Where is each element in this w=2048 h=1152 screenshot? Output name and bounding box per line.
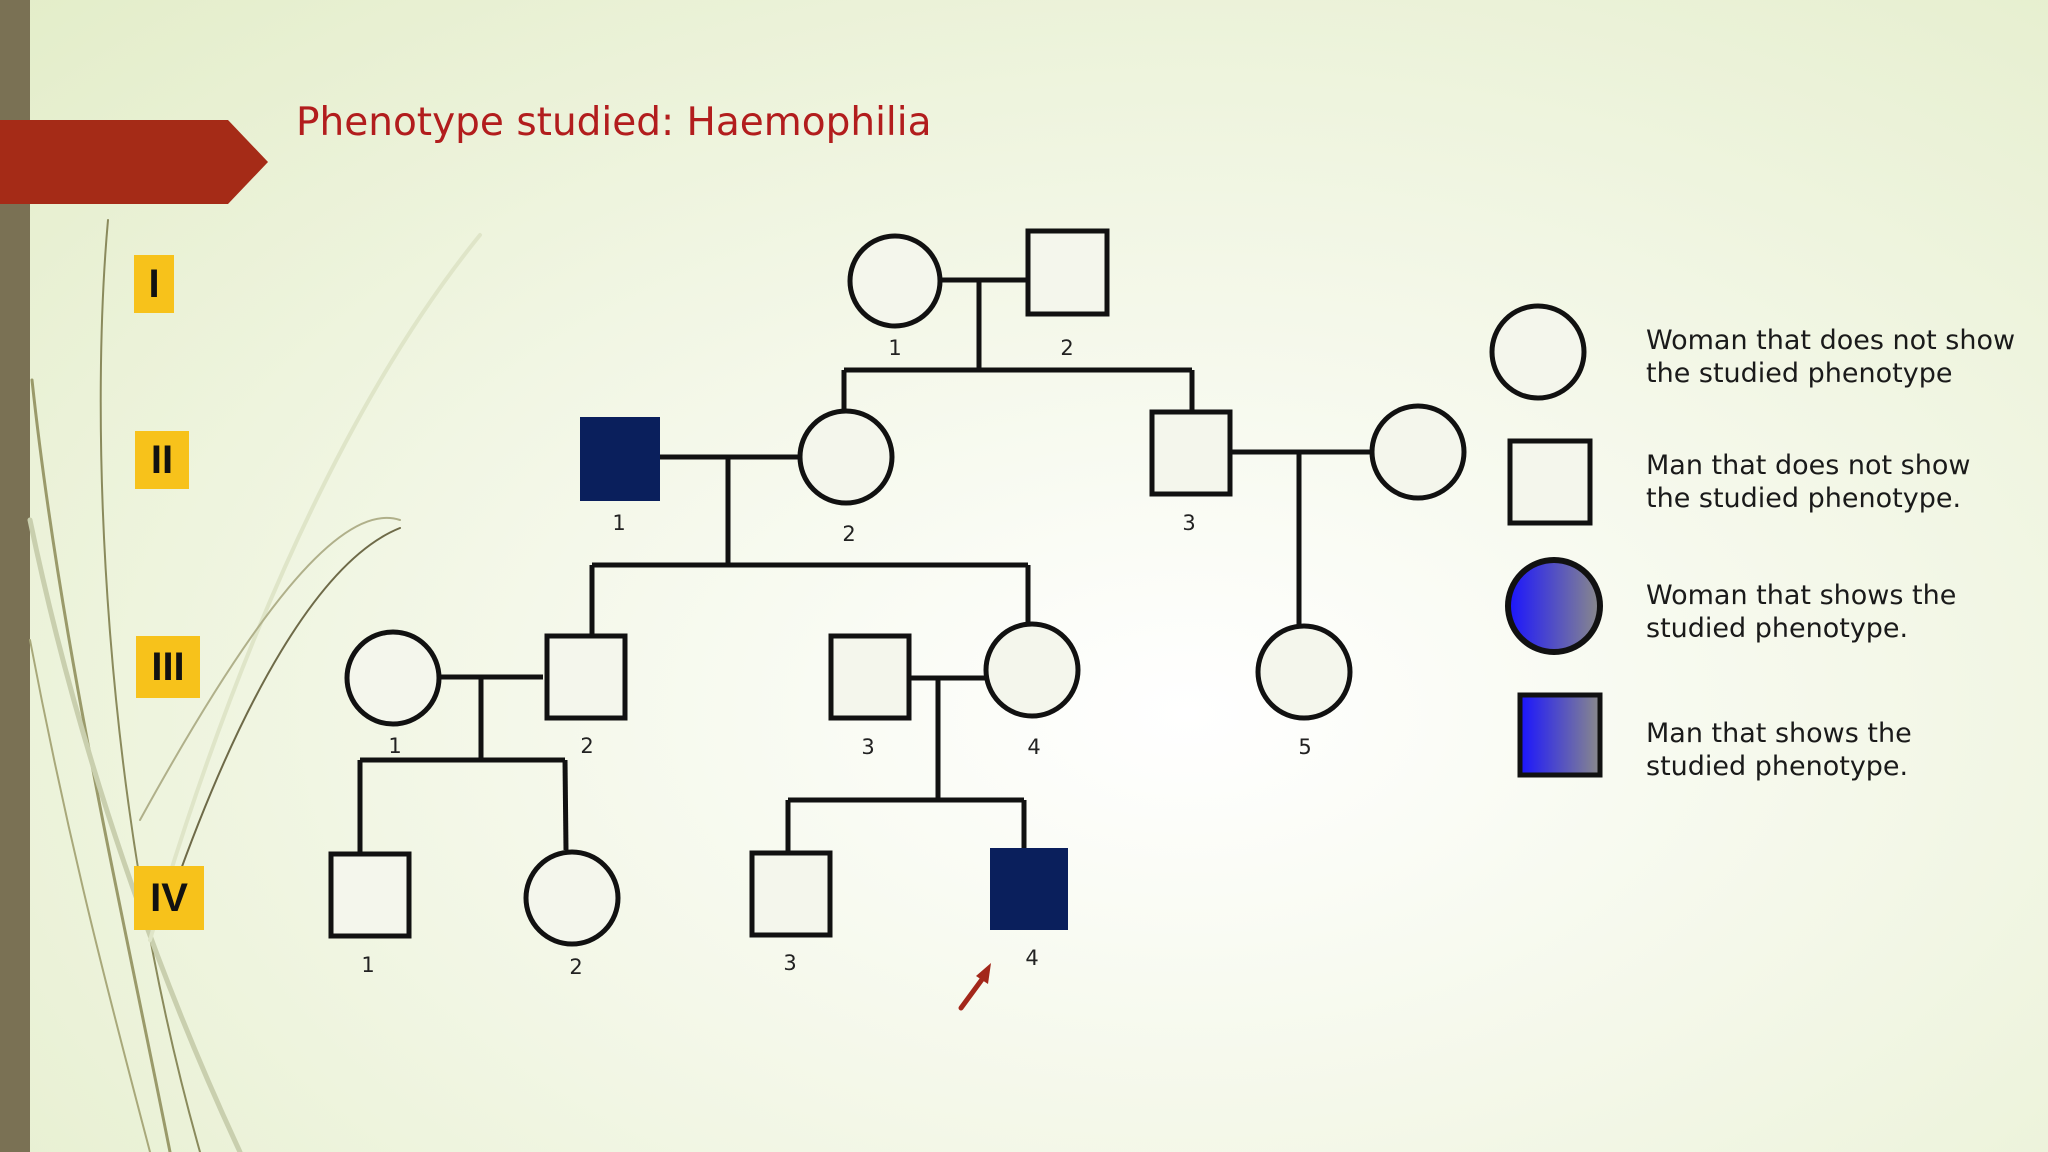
person-number-gen1-2: 2 [1060, 336, 1074, 360]
legend-symbol-unaffected-man [1507, 438, 1593, 526]
legend-symbol-affected-woman [1505, 557, 1603, 655]
slide-title: Phenotype studied: Haemophilia [296, 100, 932, 145]
person-gen1-1-female-unaffected [847, 233, 943, 329]
person-gen4-1-male-unaffected [328, 851, 412, 939]
proband-arrow-icon [958, 963, 991, 1011]
person-number-gen4-3: 3 [783, 951, 797, 975]
legend-symbol-affected-man [1517, 692, 1603, 778]
person-number-gen3-5: 5 [1298, 735, 1312, 759]
legend-item-affected-woman: Woman that shows the studied phenotype. [1646, 579, 2026, 645]
person-number-gen2-1: 1 [612, 511, 626, 535]
person-gen2-spouse-female-unaffected [1369, 403, 1467, 501]
person-gen2-1-male-affected [580, 417, 660, 501]
legend-text-line: the studied phenotype [1646, 358, 1953, 389]
legend-symbol-unaffected-woman [1489, 303, 1587, 401]
legend-item-affected-man: Man that shows the studied phenotype. [1646, 717, 2026, 783]
legend-text-line: studied phenotype. [1646, 751, 1909, 782]
person-gen3-2-male-unaffected [544, 633, 628, 721]
person-number-gen4-2: 2 [569, 955, 583, 979]
person-gen3-5-female-unaffected [1255, 623, 1353, 721]
person-number-gen2-2: 2 [842, 522, 856, 546]
person-gen3-3-male-unaffected [828, 633, 912, 721]
legend-text-line: the studied phenotype. [1646, 483, 1962, 514]
person-gen2-3-male-unaffected [1149, 409, 1233, 497]
person-gen1-2-male-unaffected [1025, 228, 1110, 317]
person-gen2-2-female-unaffected [797, 408, 895, 506]
generation-label-1: I [134, 255, 174, 313]
legend-text-line: studied phenotype. [1646, 613, 1909, 644]
person-number-gen3-3: 3 [861, 735, 875, 759]
person-gen3-1-female-unaffected [344, 629, 442, 727]
generation-label-2: II [135, 431, 189, 489]
person-number-gen2-3: 3 [1182, 511, 1196, 535]
person-number-gen3-4: 4 [1027, 735, 1041, 759]
person-gen4-2-female-unaffected [523, 849, 621, 947]
person-number-gen3-1: 1 [388, 734, 402, 758]
person-number-gen4-1: 1 [361, 953, 375, 977]
person-gen3-4-female-unaffected [983, 621, 1081, 719]
legend-text-line: Woman that does not show [1646, 325, 2016, 356]
person-gen4-3-male-unaffected [749, 850, 833, 938]
legend-text-line: Man that does not show [1646, 450, 1971, 481]
person-number-gen3-2: 2 [580, 734, 594, 758]
decorative-swoosh-lines [27, 219, 482, 1152]
pedigree-lines [357, 277, 1372, 853]
legend-text-line: Man that shows the [1646, 718, 1912, 749]
generation-label-4: IV [134, 866, 204, 930]
legend-item-unaffected-woman: Woman that does not show the studied phe… [1646, 324, 2026, 390]
person-number-gen1-1: 1 [888, 336, 902, 360]
legend-text-line: Woman that shows the [1646, 580, 1957, 611]
legend-item-unaffected-man: Man that does not show the studied pheno… [1646, 449, 2026, 515]
person-number-gen4-4: 4 [1025, 946, 1039, 970]
person-gen4-4-male-affected-proband [990, 848, 1068, 930]
title-banner-arrow [0, 120, 268, 204]
generation-label-3: III [136, 636, 200, 698]
